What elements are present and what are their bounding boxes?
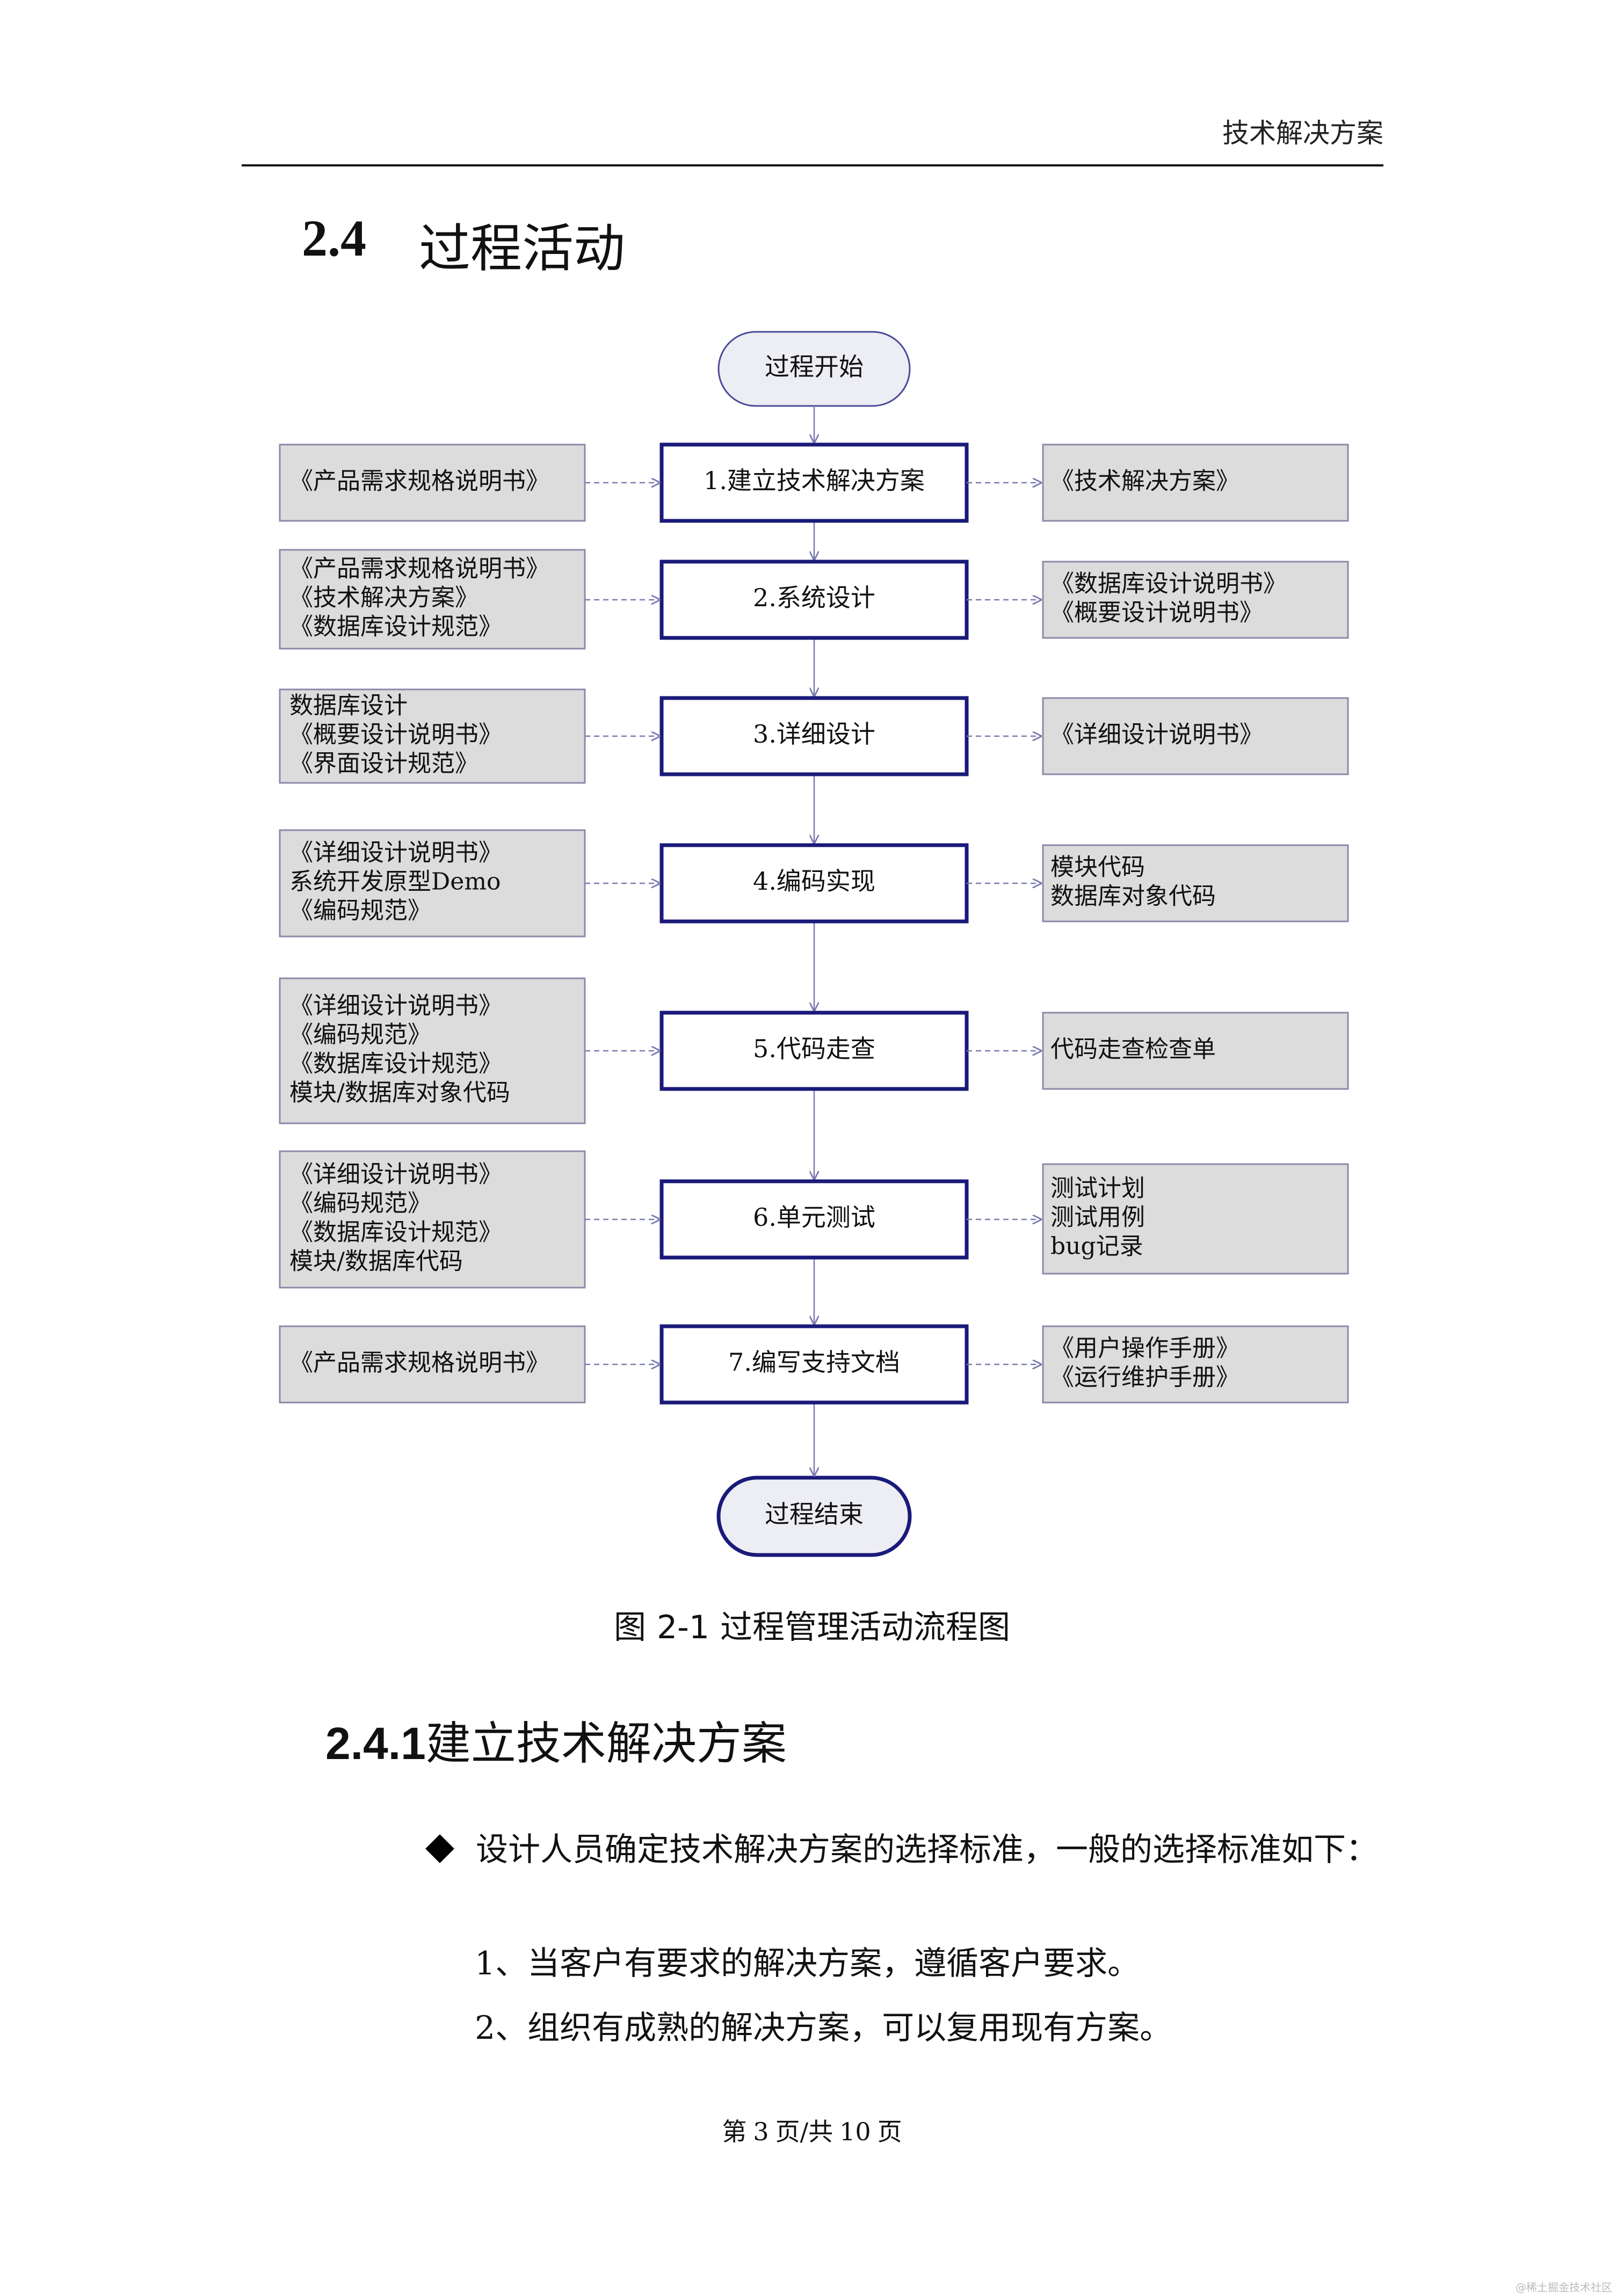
input-document-label: 《详细设计说明书》	[289, 992, 502, 1020]
input-document-box	[279, 549, 586, 650]
header-title: 技术解决方案	[1222, 118, 1383, 149]
section-number: 2.4	[302, 209, 366, 267]
bullet-paragraph: 设计人员确定技术解决方案的选择标准，一般的选择标准如下：	[425, 1823, 1378, 1870]
input-document-label: 系统开发原型Demo	[289, 868, 501, 896]
input-document-label: 《产品需求规格说明书》	[289, 468, 549, 495]
bullet-text: 设计人员确定技术解决方案的选择标准，一般的选择标准如下：	[476, 1831, 1378, 1869]
output-document-box	[1042, 844, 1349, 922]
output-document-box	[1042, 444, 1349, 522]
process-step-label: 1.建立技术解决方案	[704, 466, 925, 495]
input-document-label: 模块/数据库代码	[289, 1248, 463, 1275]
output-document-box	[1042, 561, 1349, 639]
subsection-title: 建立技术解决方案	[425, 1717, 787, 1770]
input-document-label: 《编码规范》	[289, 897, 431, 925]
footer-prefix: 第	[722, 2117, 747, 2146]
input-document-label: 《数据库设计规范》	[289, 613, 502, 641]
end-terminal	[716, 1476, 912, 1557]
footer-suffix: 页	[877, 2117, 902, 2146]
output-document-label: 测试计划	[1050, 1175, 1145, 1202]
output-document-box	[1042, 1012, 1349, 1090]
caption-text: 过程管理活动流程图	[720, 1609, 1010, 1646]
start-terminal-label: 过程开始	[765, 352, 864, 381]
diamond-bullet-icon	[425, 1834, 454, 1864]
output-document-label: 数据库对象代码	[1050, 883, 1216, 910]
watermark: @稀土掘金技术社区	[1516, 2281, 1612, 2294]
output-document-label: bug记录	[1050, 1233, 1143, 1260]
input-document-label: 《界面设计规范》	[289, 750, 479, 778]
figure-caption: 图 2-1 过程管理活动流程图	[0, 1601, 1624, 1648]
input-document-label: 模块/数据库对象代码	[289, 1079, 510, 1107]
end-terminal-label: 过程结束	[765, 1500, 864, 1529]
subsection-heading: 2.4.1建立技术解决方案	[325, 1708, 787, 1772]
process-step-box	[659, 1324, 969, 1405]
output-document-label: 《运行维护手册》	[1050, 1364, 1239, 1391]
process-step-label: 4.编码实现	[753, 867, 875, 896]
process-step-label: 3.详细设计	[753, 720, 875, 749]
input-document-box	[279, 688, 586, 784]
output-document-label: 《概要设计说明书》	[1050, 599, 1263, 627]
input-document-box	[279, 829, 586, 938]
input-document-label: 《详细设计说明书》	[289, 839, 502, 867]
output-document-label: 《详细设计说明书》	[1050, 721, 1263, 749]
process-step-box	[659, 560, 969, 640]
process-step-box	[659, 696, 969, 776]
caption-prefix: 图	[614, 1609, 646, 1646]
process-step-label: 6.单元测试	[753, 1203, 875, 1232]
list-item: 1、当客户有要求的解决方案，遵循客户要求。	[475, 1945, 1140, 1982]
footer-page: 3	[753, 2117, 769, 2146]
output-document-box	[1042, 697, 1349, 775]
input-document-label: 数据库设计	[289, 692, 408, 720]
input-document-box	[279, 444, 586, 522]
input-document-box	[279, 1150, 586, 1289]
input-document-label: 《编码规范》	[289, 1190, 431, 1217]
input-document-label: 《详细设计说明书》	[289, 1161, 502, 1188]
footer-total: 10	[839, 2117, 871, 2146]
process-step-label: 7.编写支持文档	[728, 1348, 900, 1377]
section-title: 过程活动	[419, 219, 625, 279]
input-document-box	[279, 977, 586, 1124]
footer-middle: 页/共	[775, 2117, 833, 2146]
input-document-label: 《产品需求规格说明书》	[289, 555, 549, 583]
caption-number: 2-1	[657, 1609, 709, 1646]
output-document-label: 《技术解决方案》	[1050, 468, 1239, 495]
output-document-box	[1042, 1325, 1349, 1404]
input-document-label: 《编码规范》	[289, 1021, 431, 1049]
output-document-box	[1042, 1163, 1349, 1275]
process-step-label: 5.代码走查	[753, 1034, 875, 1063]
input-document-label: 《数据库设计规范》	[289, 1050, 502, 1078]
header-divider	[242, 164, 1383, 166]
output-document-label: 模块代码	[1050, 854, 1145, 881]
input-document-label: 《概要设计说明书》	[289, 721, 502, 749]
output-document-label: 《用户操作手册》	[1050, 1335, 1239, 1362]
output-document-label: 测试用例	[1050, 1204, 1145, 1231]
input-document-label: 《产品需求规格说明书》	[289, 1349, 549, 1377]
process-step-label: 2.系统设计	[753, 583, 875, 612]
subsection-number: 2.4.1	[325, 1718, 426, 1769]
input-document-box	[279, 1325, 586, 1404]
process-step-box	[659, 442, 969, 523]
output-document-label: 代码走查检查单	[1050, 1036, 1216, 1063]
input-document-label: 《技术解决方案》	[289, 584, 479, 612]
process-step-box	[659, 843, 969, 924]
process-step-box	[659, 1179, 969, 1260]
process-flowchart: 过程开始过程结束1.建立技术解决方案《产品需求规格说明书》《技术解决方案》2.系…	[279, 331, 1349, 1557]
output-document-label: 《数据库设计说明书》	[1050, 570, 1287, 598]
input-document-label: 《数据库设计规范》	[289, 1219, 502, 1246]
list-item: 2、组织有成熟的解决方案，可以复用现有方案。	[475, 2009, 1172, 2047]
